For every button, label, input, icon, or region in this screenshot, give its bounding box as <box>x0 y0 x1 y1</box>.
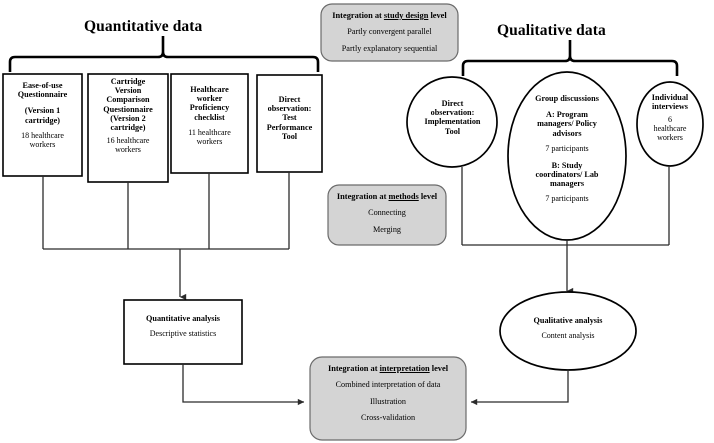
box-integration-interpretation[interactable] <box>309 356 467 441</box>
heading-qualitative-data: Qualitative data <box>497 22 606 39</box>
node-rect-cartridge-version-comparison-questionnaire[interactable] <box>87 73 169 183</box>
box-integration-study-design[interactable] <box>320 3 459 62</box>
node-rect-healthcare-worker-proficiency-checklist[interactable] <box>170 73 249 174</box>
node-ellipse-individual-interviews[interactable] <box>636 81 704 167</box>
node-rect-quantitative-analysis[interactable] <box>123 299 243 365</box>
node-rect-direct-observation-test-performance-tool[interactable] <box>256 74 323 173</box>
node-rect-ease-of-use-questionnaire[interactable] <box>2 73 83 177</box>
arrow-qual-analysis-to-interpretation <box>470 370 569 406</box>
qualitative-connectors <box>461 166 670 246</box>
heading-quantitative-data: Quantitative data <box>84 18 203 35</box>
node-ellipse-qualitative-analysis[interactable] <box>499 291 637 371</box>
node-ellipse-direct-observation-implementation-tool[interactable] <box>406 76 498 168</box>
arrow-quant-analysis-to-interpretation <box>182 364 305 406</box>
quantitative-connectors <box>42 172 290 250</box>
quantitative-bracket <box>8 36 320 72</box>
node-ellipse-group-discussions[interactable] <box>507 71 627 241</box>
box-integration-methods[interactable] <box>327 184 447 246</box>
qualitative-bracket <box>461 40 679 76</box>
